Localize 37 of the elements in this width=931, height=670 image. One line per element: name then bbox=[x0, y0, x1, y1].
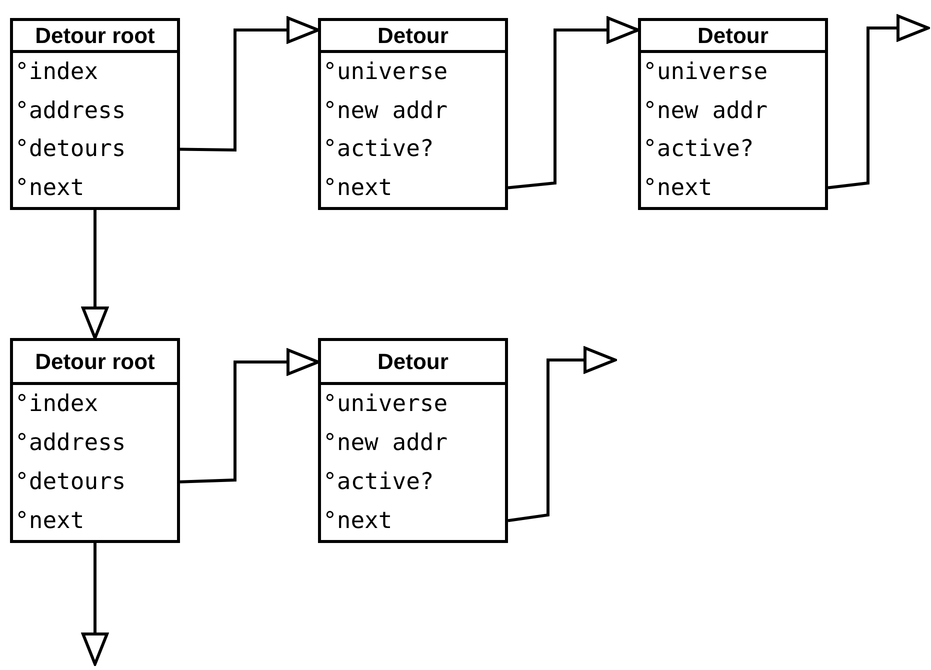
field-label: °next bbox=[14, 174, 86, 203]
field-label: °active? bbox=[642, 135, 755, 164]
field-label: °address bbox=[14, 429, 127, 458]
field-label: °next bbox=[322, 174, 394, 203]
arrow bbox=[82, 543, 108, 666]
record-box bbox=[10, 338, 180, 543]
field-label: °address bbox=[14, 96, 127, 126]
field-label: °universe bbox=[642, 58, 769, 88]
field-label: °next bbox=[322, 506, 394, 536]
field-label: °new addr bbox=[322, 96, 449, 126]
arrow bbox=[180, 348, 320, 484]
field-label: °new addr bbox=[322, 429, 449, 458]
field-label: °universe bbox=[322, 58, 449, 88]
field-label: °next bbox=[14, 506, 86, 536]
record-box bbox=[318, 338, 508, 543]
arrow bbox=[82, 210, 108, 340]
record-title: Detour bbox=[321, 21, 505, 53]
field-label: °active? bbox=[322, 468, 435, 497]
record-box bbox=[638, 18, 828, 210]
field-label: °universe bbox=[322, 390, 449, 420]
field-label: °detours bbox=[14, 135, 127, 164]
field-label: °index bbox=[14, 390, 100, 420]
record-box bbox=[10, 18, 180, 210]
record-box bbox=[318, 18, 508, 210]
arrow bbox=[508, 16, 640, 190]
field-label: °active? bbox=[322, 135, 435, 164]
field-label: °detours bbox=[14, 468, 127, 497]
arrow bbox=[508, 346, 616, 522]
record-title: Detour root bbox=[13, 21, 177, 53]
field-label: °index bbox=[14, 58, 100, 88]
field-label: °next bbox=[642, 174, 714, 203]
field-label: °new addr bbox=[642, 96, 769, 126]
arrow bbox=[828, 14, 930, 190]
arrow bbox=[180, 16, 320, 152]
record-title: Detour bbox=[641, 21, 825, 53]
record-title: Detour root bbox=[13, 341, 177, 385]
record-title: Detour bbox=[321, 341, 505, 385]
